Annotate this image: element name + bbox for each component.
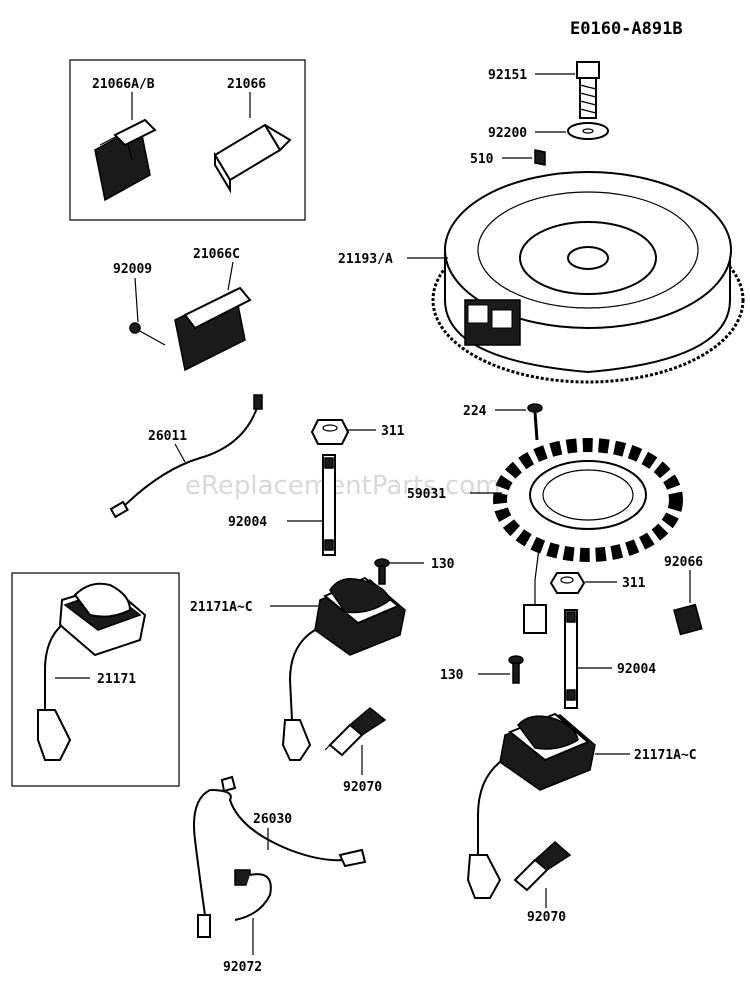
cable-26011[interactable]: [109, 394, 263, 519]
ignition-coil-21171[interactable]: [37, 582, 147, 761]
nut-311-lower[interactable]: [549, 572, 586, 594]
key-510[interactable]: [534, 149, 546, 166]
spark-plug-92070-left[interactable]: [324, 707, 387, 757]
label-311-lower: 311: [622, 576, 646, 591]
label-92151: 92151: [488, 68, 527, 83]
ignition-coil-left[interactable]: [281, 576, 406, 761]
stator-connector[interactable]: [523, 539, 547, 634]
label-21171ac-right: 21171A~C: [634, 748, 697, 763]
label-92004-left: 92004: [228, 515, 267, 530]
label-130-lower: 130: [440, 668, 464, 683]
spark-plug-92070-right[interactable]: [513, 840, 572, 892]
label-26030: 26030: [253, 812, 292, 827]
label-92009: 92009: [113, 262, 152, 277]
label-21171ac-left: 21171A~C: [190, 600, 253, 615]
label-26011: 26011: [148, 429, 187, 444]
leader-lines: [55, 73, 691, 955]
label-21066c: 21066C: [193, 247, 240, 262]
ignition-coil-right[interactable]: [466, 712, 596, 899]
label-21066ab: 21066A/B: [92, 77, 155, 92]
flywheel-21193a[interactable]: [431, 171, 745, 384]
spacer-92004-left[interactable]: [322, 454, 336, 556]
label-92072: 92072: [223, 960, 262, 975]
label-92070-left: 92070: [343, 780, 382, 795]
screw-130-right[interactable]: [508, 655, 524, 684]
label-311-upper: 311: [381, 424, 405, 439]
bolt-92009[interactable]: [129, 322, 166, 346]
label-224: 224: [463, 404, 487, 419]
label-92066: 92066: [664, 555, 703, 570]
screw-224[interactable]: [527, 403, 543, 441]
regulator-21066[interactable]: [213, 123, 292, 194]
fitting-92066[interactable]: [673, 603, 703, 636]
nut-311-upper[interactable]: [310, 419, 350, 445]
harness-26030[interactable]: [193, 775, 367, 938]
label-59031: 59031: [407, 487, 446, 502]
regulator-21066ab[interactable]: [94, 118, 157, 202]
label-21193a: 21193/A: [338, 252, 393, 267]
label-510: 510: [470, 152, 494, 167]
coil-21171-box: [11, 572, 180, 787]
label-130-upper: 130: [431, 557, 455, 572]
label-92070-right: 92070: [527, 910, 566, 925]
screw-130-left[interactable]: [374, 558, 390, 585]
regulator-group-box: [69, 59, 306, 221]
regulator-21066c[interactable]: [174, 286, 252, 372]
diagram-code: E0160-A891B: [570, 19, 683, 39]
spacer-92004-right[interactable]: [564, 609, 578, 709]
clamp-92072[interactable]: [234, 869, 272, 921]
label-21171: 21171: [97, 672, 136, 687]
stator-59031[interactable]: [493, 438, 683, 562]
bolt-92151[interactable]: [576, 61, 600, 119]
label-92200: 92200: [488, 126, 527, 141]
label-21066: 21066: [227, 77, 266, 92]
watermark-text: eReplacementParts.com: [185, 471, 501, 501]
washer-92200[interactable]: [567, 122, 609, 140]
label-92004-right: 92004: [617, 662, 656, 677]
